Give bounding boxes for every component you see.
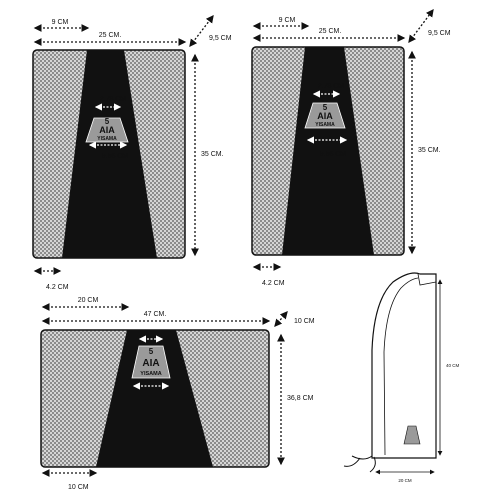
dim-top-label: 20 CM — [78, 297, 99, 304]
bag-top-fold — [417, 273, 437, 286]
bag-drawstring — [343, 455, 376, 473]
logo-number: 5 — [149, 347, 154, 356]
dim-height-label: 35 CM. — [201, 151, 224, 158]
panel-dark-stripe — [62, 50, 157, 258]
bag-width-label: 20 CM — [398, 478, 412, 483]
logo-top-label: 2.78 CM — [100, 96, 127, 103]
dim-bottom-offset-label: 10 CM — [68, 484, 89, 491]
bag-outline — [371, 272, 437, 459]
bag-logo — [403, 425, 421, 445]
logo-letters: AIA — [317, 111, 333, 121]
brand-logo: 5 AIA YISAMA — [304, 102, 346, 129]
dim-height-label: 36,8 CM — [287, 395, 314, 402]
panel-top-left: 5 AIA YISAMA 2.78 CM 5.56 CM 9 CM 25 CM.… — [32, 14, 232, 291]
logo-brand: YISAMA — [315, 122, 335, 128]
panel-top-right: 5 AIA YISAMA 2.78 CM 5.56 CM 9 CM 25 CM.… — [251, 8, 451, 287]
dim-depth-label: 10 CM — [294, 318, 315, 325]
dim-depth-arrow — [274, 311, 288, 327]
dim-top-label: 9 CM — [279, 17, 296, 24]
logo-number: 5 — [105, 117, 110, 126]
bag-height-label: 40 CM — [446, 363, 460, 368]
logo-brand: YISAMA — [140, 371, 161, 377]
logo-letters: AIA — [99, 125, 115, 135]
dim-depth-label: 9,5 CM — [428, 30, 451, 37]
logo-letters: AIA — [142, 358, 159, 369]
dim-top-label: 9 CM — [52, 19, 69, 26]
logo-number: 5 — [323, 103, 328, 112]
logo-bottom-label: 5.56 CM — [102, 153, 129, 160]
dim-bottom-offset-label: 4.2 CM — [262, 280, 285, 287]
dim-bottom-offset-label: 4.2 CM — [46, 284, 69, 291]
bag-sketch: 40 CM 20 CM — [343, 272, 460, 483]
panel-bottom: 5 AIA YISAMA 20 CM 47 CM. 10 CM 36,8 CM … — [40, 297, 315, 491]
dim-depth-arrow — [408, 8, 434, 44]
panel-dark-stripe — [282, 47, 374, 255]
brand-logo: 5 AIA YISAMA — [85, 117, 129, 143]
dim-width-label: 25 CM. — [319, 28, 342, 35]
logo-top-label: 2.78 CM — [318, 83, 345, 90]
logo-bottom-label: 5.56 CM — [320, 151, 347, 158]
logo-brand: YISAMA — [97, 136, 117, 142]
panel-dark-stripe — [96, 330, 213, 467]
dim-width-label: 47 CM. — [144, 311, 167, 318]
dim-depth-label: 9,5 CM — [209, 35, 232, 42]
dim-height-label: 35 CM. — [418, 147, 441, 154]
brand-logo: 5 AIA YISAMA — [131, 345, 171, 379]
bag-seam — [383, 277, 419, 456]
dim-width-label: 25 CM. — [99, 32, 122, 39]
